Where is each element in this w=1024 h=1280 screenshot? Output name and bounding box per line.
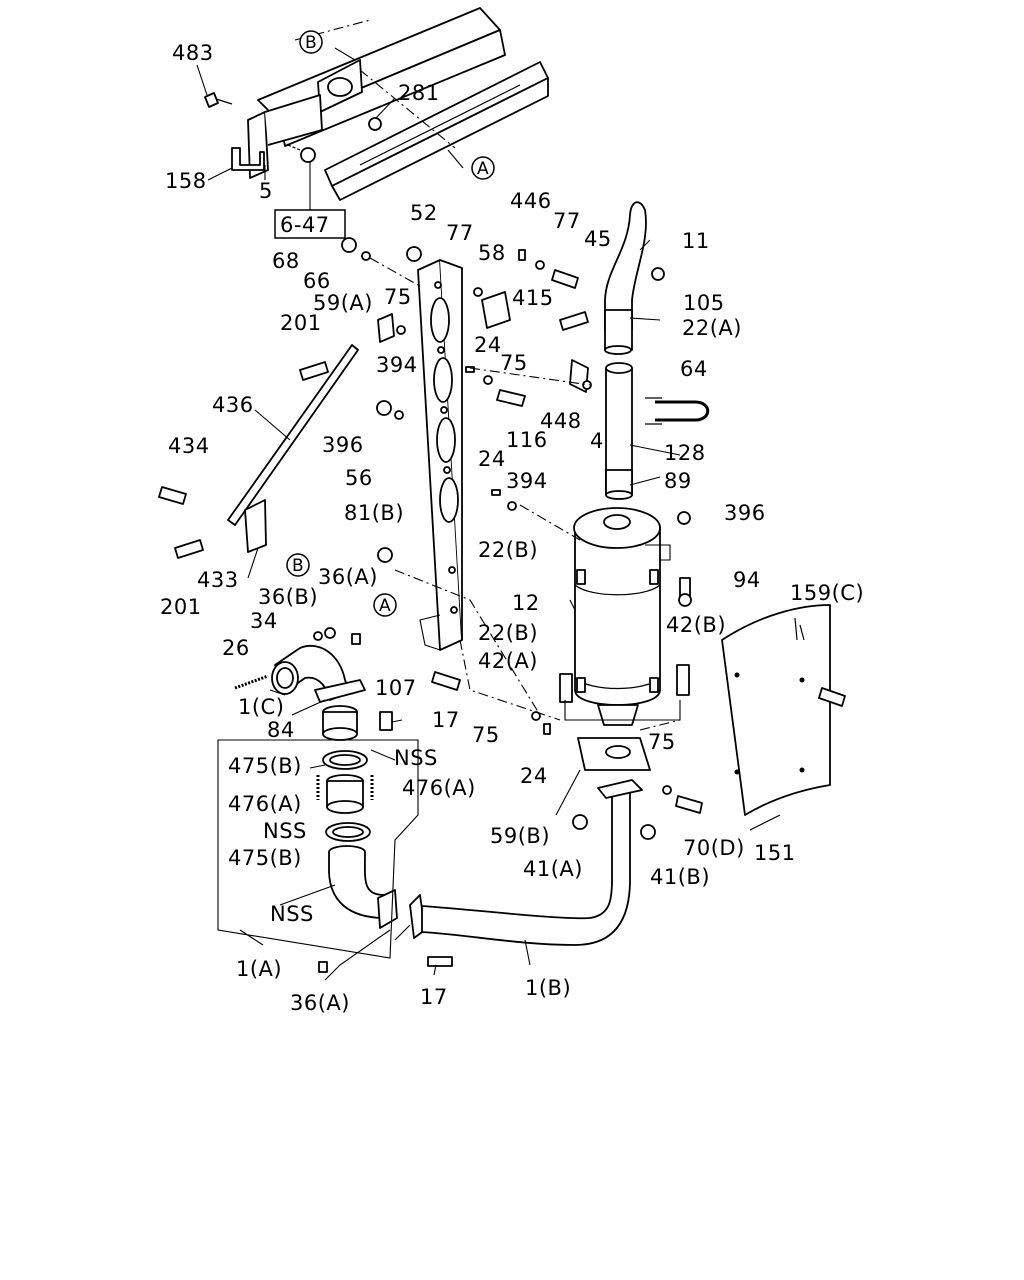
label-84: 84 (267, 718, 295, 742)
label-6-47: 6-47 (280, 213, 330, 237)
label-75a: 75 (384, 285, 412, 309)
flex-joint-stack (316, 705, 374, 842)
label-64: 64 (680, 357, 708, 381)
label-77a: 77 (446, 221, 474, 245)
rear-pipe (409, 779, 643, 946)
label-1c: 1(C) (238, 695, 284, 719)
mounting-bracket-58 (481, 291, 511, 329)
label-77b: 77 (553, 209, 581, 233)
label-68: 68 (272, 249, 300, 273)
label-66: 66 (303, 269, 331, 293)
label-ref-a-mid: A (379, 596, 391, 616)
label-22b-b: 22(B) (478, 621, 538, 645)
label-151: 151 (754, 841, 796, 865)
u-bolt (645, 397, 710, 425)
label-17b: 17 (420, 985, 448, 1009)
label-105: 105 (683, 291, 725, 315)
label-34: 34 (250, 609, 278, 633)
label-70d: 70(D) (683, 836, 745, 860)
label-22a: 22(A) (682, 316, 742, 340)
label-75b: 75 (500, 351, 528, 375)
reference-markers (274, 30, 495, 617)
muffler (573, 507, 661, 726)
label-107: 107 (375, 676, 417, 700)
fasteners (158, 92, 846, 973)
label-281: 281 (398, 81, 440, 105)
label-24a: 24 (474, 333, 502, 357)
label-59b: 59(B) (490, 824, 550, 848)
label-42a: 42(A) (478, 649, 538, 673)
label-415: 415 (512, 286, 554, 310)
label-201b: 201 (160, 595, 202, 619)
label-1b: 1(B) (525, 976, 571, 1000)
label-17a: 17 (432, 708, 460, 732)
vertical-support-bracket (417, 259, 463, 651)
label-81b: 81(B) (344, 501, 404, 525)
label-396b: 396 (724, 501, 766, 525)
label-41b: 41(B) (650, 865, 710, 889)
label-475b-b: 475(B) (228, 846, 302, 870)
label-58: 58 (478, 241, 506, 265)
label-128: 128 (664, 441, 706, 465)
label-36a-a: 36(A) (318, 565, 378, 589)
exhaust-elbow (271, 645, 366, 703)
label-158: 158 (165, 169, 207, 193)
stay-rod (227, 344, 359, 553)
label-476a-a: 476(A) (228, 792, 302, 816)
label-4: 4 (590, 429, 604, 453)
label-26: 26 (222, 636, 250, 660)
tail-pipe (604, 201, 647, 355)
label-116: 116 (506, 428, 548, 452)
label-36b: 36(B) (258, 585, 318, 609)
label-1a: 1(A) (236, 957, 282, 981)
label-159c: 159(C) (790, 581, 864, 605)
label-89: 89 (664, 469, 692, 493)
label-436: 436 (212, 393, 254, 417)
label-5: 5 (259, 179, 273, 203)
label-434: 434 (168, 434, 210, 458)
label-nss-c: NSS (270, 902, 314, 926)
label-394b: 394 (506, 469, 548, 493)
label-nss-b: NSS (263, 819, 307, 843)
label-94: 94 (733, 568, 761, 592)
label-201a: 201 (280, 311, 322, 335)
label-22b-a: 22(B) (478, 538, 538, 562)
label-nss-a: NSS (394, 746, 438, 770)
label-394a: 394 (376, 353, 418, 377)
mounting-bracket-59a (377, 313, 395, 343)
label-24b: 24 (478, 447, 506, 471)
leader-lines (196, 47, 781, 981)
label-ref-b-top: B (305, 33, 317, 53)
label-52: 52 (410, 201, 438, 225)
label-448: 448 (540, 409, 582, 433)
label-59a: 59(A) (313, 291, 373, 315)
label-56: 56 (345, 466, 373, 490)
label-36a-b: 36(A) (290, 991, 350, 1015)
label-446: 446 (510, 189, 552, 213)
label-41a: 41(A) (523, 857, 583, 881)
intermediate-pipe (605, 362, 633, 500)
label-396a: 396 (322, 433, 364, 457)
label-483: 483 (172, 41, 214, 65)
label-75c: 75 (472, 723, 500, 747)
label-433: 433 (197, 568, 239, 592)
label-75d: 75 (648, 730, 676, 754)
frame-rail-assembly (231, 7, 549, 201)
label-ref-a-top: A (477, 159, 489, 179)
label-475b-a: 475(B) (228, 754, 302, 778)
label-ref-b-mid: B (292, 556, 304, 576)
label-45: 45 (584, 227, 612, 251)
label-11: 11 (682, 229, 710, 253)
label-476a-b: 476(A) (402, 776, 476, 800)
label-24c: 24 (520, 764, 548, 788)
part-labels: 483 B 281 A 158 5 6-47 52 77 446 77 45 1… (160, 33, 864, 1015)
heat-shield (721, 604, 831, 816)
label-12: 12 (512, 591, 540, 615)
front-pipe (328, 845, 398, 929)
label-42b: 42(B) (666, 613, 726, 637)
